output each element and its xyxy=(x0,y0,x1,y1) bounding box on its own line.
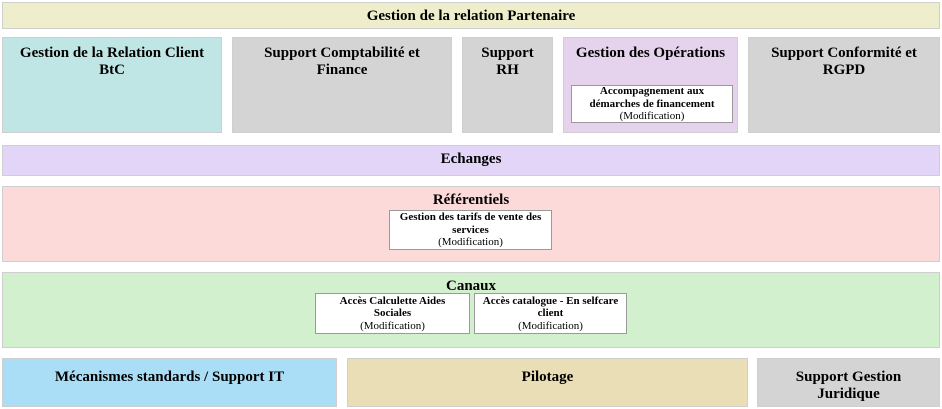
band-title: Echanges xyxy=(440,151,502,167)
card-state: (Modification) xyxy=(619,110,685,122)
band-title: Canaux xyxy=(445,278,497,294)
block-support-rh[interactable]: Support RH xyxy=(462,37,553,133)
card-name: Accès Calculette Aides Sociales xyxy=(339,294,446,320)
card-state: (Modification) xyxy=(438,236,503,248)
block-title: Mécanismes standards / Support IT xyxy=(54,369,285,385)
block-title: Support Gestion Juridique xyxy=(795,369,902,402)
block-support-comptabilite-finance[interactable]: Support Comptabilité et Finance xyxy=(232,37,452,133)
card-accompagnement-demarches-financement[interactable]: Accompagnement aux démarches de financem… xyxy=(571,85,733,123)
block-title: Pilotage xyxy=(521,369,574,385)
block-mecanismes-standards-support-it[interactable]: Mécanismes standards / Support IT xyxy=(2,358,337,407)
block-title: Gestion de la Relation Client BtC xyxy=(19,45,205,78)
block-support-conformite-rgpd[interactable]: Support Conformité et RGPD xyxy=(748,37,940,133)
card-gestion-tarifs-vente-services[interactable]: Gestion des tarifs de vente des services… xyxy=(389,210,552,250)
card-name: Accès catalogue - En selfcare client xyxy=(482,294,619,320)
block-title: Support RH xyxy=(481,45,534,78)
card-name: Gestion des tarifs de vente des services xyxy=(399,211,542,236)
block-title: Gestion des Opérations xyxy=(575,45,726,61)
card-state: (Modification) xyxy=(360,319,425,332)
block-gestion-relation-client-btc[interactable]: Gestion de la Relation Client BtC xyxy=(2,37,222,133)
block-pilotage[interactable]: Pilotage xyxy=(347,358,748,407)
band-gestion-relation-partenaire[interactable]: Gestion de la relation Partenaire xyxy=(2,2,940,29)
band-echanges[interactable]: Echanges xyxy=(2,145,940,176)
card-acces-catalogue-selfcare-client[interactable]: Accès catalogue - En selfcare client (Mo… xyxy=(474,293,627,334)
block-title: Support Comptabilité et Finance xyxy=(264,45,420,78)
card-name: Accompagnement aux démarches de financem… xyxy=(589,85,715,110)
band-title: Gestion de la relation Partenaire xyxy=(366,8,576,24)
card-acces-calculette-aides-sociales[interactable]: Accès Calculette Aides Sociales (Modific… xyxy=(315,293,470,334)
card-state: (Modification) xyxy=(518,319,583,332)
band-title: Référentiels xyxy=(432,192,510,208)
block-support-gestion-juridique[interactable]: Support Gestion Juridique xyxy=(757,358,940,407)
band-canaux[interactable]: Canaux xyxy=(2,272,940,348)
block-title: Support Conformité et RGPD xyxy=(771,45,917,78)
